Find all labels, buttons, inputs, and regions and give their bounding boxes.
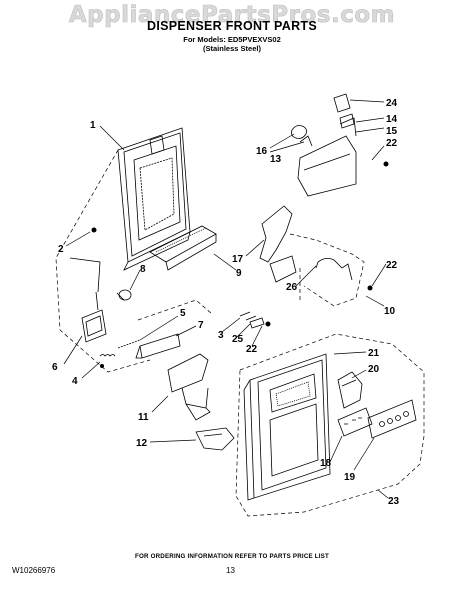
callout-5: 5 <box>180 308 186 319</box>
part-3-screw <box>239 311 257 321</box>
screw-part-4 <box>100 364 104 368</box>
part-15-module-bracket <box>297 117 357 197</box>
part-19-control-label <box>367 399 417 439</box>
dashed-assembly-line-mid <box>137 299 213 321</box>
screw-part-22-top <box>383 161 389 167</box>
part-16-switch <box>291 125 307 139</box>
part-7-lever <box>135 333 181 359</box>
callout-6: 6 <box>52 362 58 373</box>
part-11-ice-paddle <box>167 353 211 421</box>
diagram-title: DISPENSER FRONT PARTS <box>147 19 317 33</box>
part-18-control-board <box>337 407 373 437</box>
callout-22-mid: 22 <box>386 260 398 271</box>
part-21-front-panel <box>243 353 331 501</box>
part-1-dispenser-housing <box>117 127 191 271</box>
callout-8: 8 <box>140 264 146 275</box>
models-line: For Models: ED5PVEXVS02 <box>183 35 281 44</box>
callout-26: 26 <box>286 282 298 293</box>
part-14-spring <box>339 113 355 129</box>
callout-12: 12 <box>136 438 148 449</box>
callout-22-top: 22 <box>386 138 398 149</box>
callout-23: 23 <box>388 496 400 507</box>
part-24-actuator <box>333 93 351 113</box>
callout-9: 9 <box>236 268 242 279</box>
variant-line: (Stainless Steel) <box>203 44 261 53</box>
ordering-note: FOR ORDERING INFORMATION REFER TO PARTS … <box>135 553 329 560</box>
callout-21: 21 <box>368 348 380 359</box>
callout-22-bottom: 22 <box>246 344 258 355</box>
part-5-pin <box>117 339 141 349</box>
dashed-assembly-box-arm <box>289 233 365 307</box>
document-number: W10266976 <box>12 566 56 575</box>
part-25-bracket <box>249 317 265 329</box>
callout-17: 17 <box>232 254 244 265</box>
screw-part-2 <box>91 227 97 233</box>
part-13-clip <box>299 135 313 147</box>
page-number: 13 <box>226 566 235 575</box>
part-9-chute <box>149 225 217 271</box>
part-20-switch-housing <box>337 371 363 409</box>
part-26-lever-arm <box>315 258 353 281</box>
callout-10: 10 <box>384 306 396 317</box>
callout-11: 11 <box>138 412 149 423</box>
callout-15: 15 <box>386 126 398 137</box>
dashed-panel-boundary <box>235 333 425 517</box>
callout-25: 25 <box>232 334 244 345</box>
callout-20: 20 <box>368 364 380 375</box>
part-8-solenoid <box>116 289 132 301</box>
callout-18: 18 <box>320 458 332 469</box>
part-17-water-arm <box>259 205 297 283</box>
callout-19: 19 <box>344 472 356 483</box>
part-4-spring <box>99 354 116 357</box>
callout-13: 13 <box>270 154 282 165</box>
screw-part-22-bottom <box>265 321 271 327</box>
callout-3: 3 <box>218 330 224 341</box>
part-12-drip-cup <box>195 427 235 451</box>
callout-6-7: 7 <box>198 320 204 331</box>
callout-24: 24 <box>386 98 398 109</box>
part-6-door-motor <box>69 257 107 343</box>
callout-14: 14 <box>386 114 398 125</box>
watermark-text: AppliancePartsPros.com <box>68 2 396 29</box>
screw-part-22-mid <box>367 285 373 291</box>
callout-4: 4 <box>72 376 78 387</box>
callout-1: 1 <box>90 120 96 131</box>
callout-16: 16 <box>256 146 268 157</box>
dashed-assembly-line-left <box>55 149 151 373</box>
callout-2: 2 <box>58 244 64 255</box>
